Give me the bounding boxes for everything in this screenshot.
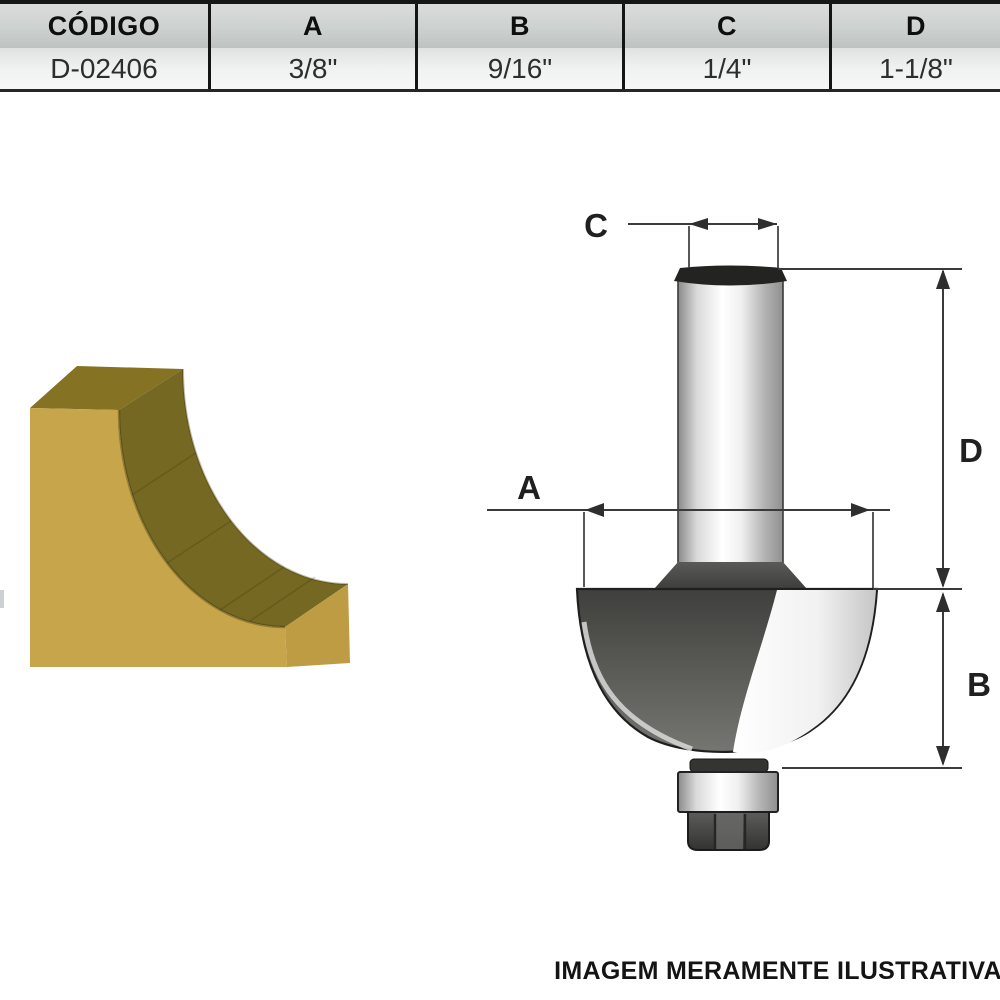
wood-cove-toolmarks — [131, 452, 316, 622]
bit-shank — [677, 279, 784, 565]
bit-bearing-washer — [689, 758, 769, 773]
wood-top-face — [30, 366, 183, 410]
dim-label-b: B — [967, 666, 991, 703]
spec-value-d: 1-1/8" — [829, 48, 1000, 89]
wood-profile-sample — [30, 366, 350, 667]
wood-front-face — [30, 408, 287, 667]
illustration-canvas: C A D B — [0, 207, 991, 851]
bit-cutter-highlight — [733, 590, 876, 754]
dim-label-a: A — [517, 469, 541, 506]
spec-col-header-b: B — [415, 4, 622, 48]
spec-value-c: 1/4" — [622, 48, 829, 89]
bit-nut-ridges — [713, 814, 747, 849]
bit-nut-facet — [716, 813, 743, 849]
spec-table: CÓDIGO A B C D D-02406 3/8" 9/16" 1/4" 1… — [0, 0, 1000, 92]
spec-col-header-c: C — [622, 4, 829, 48]
wood-end-face — [285, 584, 350, 667]
bit-neck-flare — [654, 562, 807, 595]
dimension-arrowheads — [585, 218, 950, 766]
bit-guide-bearing — [677, 771, 779, 813]
spec-table-value-row: D-02406 3/8" 9/16" 1/4" 1-1/8" — [0, 48, 1000, 89]
spec-table-header-row: CÓDIGO A B C D — [0, 4, 1000, 48]
spec-col-header-codigo: CÓDIGO — [0, 4, 208, 48]
bit-shank-cap — [674, 265, 787, 286]
spec-col-header-a: A — [208, 4, 415, 48]
spec-value-codigo: D-02406 — [0, 48, 208, 89]
edge-artifact — [0, 590, 4, 608]
dim-label-c: C — [584, 207, 608, 244]
spec-value-b: 9/16" — [415, 48, 622, 89]
illustrative-caption: IMAGEM MERAMENTE ILUSTRATIVA — [554, 957, 1000, 985]
router-bit — [575, 265, 879, 851]
dim-label-d: D — [959, 432, 983, 469]
wood-cove-back-edge — [182, 368, 349, 585]
wood-cove-surface — [119, 369, 348, 627]
wood-cove-front-edge — [117, 409, 286, 629]
spec-col-header-d: D — [829, 4, 1000, 48]
bit-cutter-rim-light — [581, 621, 693, 752]
spec-value-a: 3/8" — [208, 48, 415, 89]
